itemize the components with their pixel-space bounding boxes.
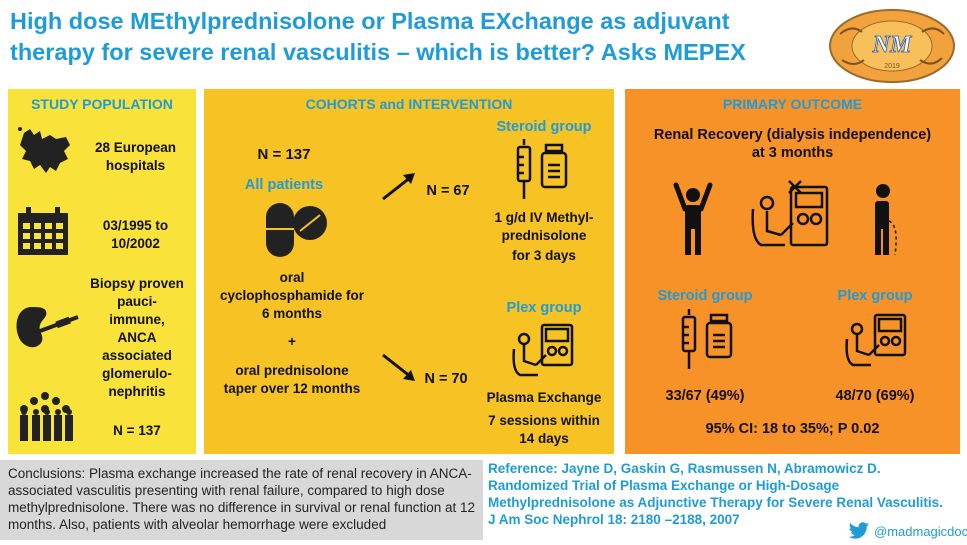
plex-outcome-icon xyxy=(843,311,909,371)
plex-result: 48/70 (69%) xyxy=(835,388,915,404)
steroid-duration: for 3 days xyxy=(512,248,576,263)
biopsy-line: ANCA xyxy=(117,330,157,345)
biopsy-text: Biopsy proven pauci- immune, ANCA associ… xyxy=(80,275,194,401)
biopsy-line: nephritis xyxy=(108,384,166,399)
syringe-vial-icon xyxy=(510,139,576,201)
plex-group-outcome-label: Plex group xyxy=(837,288,913,304)
hospitals-line-2: hospitals xyxy=(105,158,166,173)
plex-sessions-line: 14 days xyxy=(519,431,569,446)
reference-line-3: Methylprednisolone as Adjunctive Therapy… xyxy=(488,495,943,510)
kidney-biopsy-icon xyxy=(12,299,82,359)
drug2-line: oral prednisolone xyxy=(235,363,349,378)
conclusions-box: Conclusions: Plasma exchange increased t… xyxy=(0,460,483,540)
steroid-outcome-icon xyxy=(675,309,741,371)
twitter-handle-text[interactable]: @madmagicdoc xyxy=(874,523,967,539)
confidence-interval: 95% CI: 18 to 35%; P 0.02 xyxy=(705,421,880,437)
biopsy-line: pauci- xyxy=(117,294,157,309)
population-n: N = 137 xyxy=(113,423,161,438)
drug1-line: 6 months xyxy=(261,306,322,321)
nephmadness-logo: NM 2019 xyxy=(822,4,962,86)
primary-outcome-panel: PRIMARY OUTCOME Renal Recovery (dialysis… xyxy=(625,89,960,454)
outcome-description: Renal Recovery (dialysis independence) a… xyxy=(625,126,960,162)
plex-n: N = 70 xyxy=(424,371,468,387)
plex-group-label: Plex group xyxy=(506,300,582,316)
all-patients-label: All patients xyxy=(244,177,324,193)
hospitals-text: 28 European hospitals xyxy=(78,139,193,175)
twitter-handle[interactable]: @madmagicdoc xyxy=(848,522,967,540)
total-n: N = 137 xyxy=(257,146,311,163)
europe-map-icon xyxy=(16,125,74,177)
plasma-exchange-machine-icon xyxy=(510,321,576,381)
twitter-bird-icon xyxy=(848,522,870,540)
dates-line-1: 03/1995 to xyxy=(102,218,169,233)
reference-line-4: J Am Soc Nephrol 18: 2180 –2188, 2007 xyxy=(488,512,740,527)
drug2-line: taper over 12 months xyxy=(223,381,361,396)
study-population-heading: STUDY POPULATION xyxy=(31,96,173,112)
cohorts-heading: COHORTS and INTERVENTION xyxy=(305,96,513,112)
plus-sign: + xyxy=(288,334,296,349)
title-line-2: therapy for severe renal vasculitis – wh… xyxy=(10,39,746,65)
prednisolone-text: oral prednisolone taper over 12 months xyxy=(212,362,372,398)
steroid-description: 1 g/d IV Methyl- prednisolone xyxy=(476,209,612,245)
title-line-1: High dose MEthylprednisolone or Plasma E… xyxy=(10,8,730,34)
cyclophosphamide-text: oral cyclophosphamide for 6 months xyxy=(212,269,372,323)
arrow-up-right-icon xyxy=(379,169,419,203)
reference-block: Reference: Jayne D, Gaskin G, Rasmussen … xyxy=(488,460,958,528)
biopsy-line: glomerulo- xyxy=(102,366,172,381)
conclusions-text: Conclusions: Plasma exchange increased t… xyxy=(8,466,476,532)
urinating-person-icon xyxy=(865,181,905,257)
steroid-n: N = 67 xyxy=(426,183,470,199)
outcome-desc-line: at 3 months xyxy=(751,145,834,161)
primary-outcome-heading: PRIMARY OUTCOME xyxy=(722,96,863,112)
plex-sessions-line: 7 sessions within xyxy=(488,413,600,428)
logo-year: 2019 xyxy=(884,63,900,70)
hospitals-line-1: 28 European xyxy=(94,140,177,155)
outcome-desc-line: Renal Recovery (dialysis independence) xyxy=(653,127,932,143)
study-dates-text: 03/1995 to 10/2002 xyxy=(78,217,193,253)
drug1-line: cyclophosphamide for xyxy=(219,288,365,303)
logo-text: NM xyxy=(872,32,913,58)
biopsy-line: Biopsy proven xyxy=(90,276,184,291)
happy-person-icon xyxy=(673,181,713,257)
arrow-down-right-icon xyxy=(379,351,419,385)
plex-description: Plasma Exchange xyxy=(486,390,602,405)
pills-icon xyxy=(262,199,332,259)
cohorts-panel: COHORTS and INTERVENTION N = 137 All pat… xyxy=(204,89,614,454)
dates-line-2: 10/2002 xyxy=(111,236,160,251)
plex-sessions: 7 sessions within 14 days xyxy=(476,412,612,448)
dialysis-icon xyxy=(749,179,833,255)
study-population-panel: STUDY POPULATION 28 European hospitals 0… xyxy=(8,89,196,454)
steroid-desc-line: prednisolone xyxy=(501,228,587,243)
people-group-icon xyxy=(16,391,74,445)
steroid-result: 33/67 (49%) xyxy=(665,388,745,404)
calendar-icon xyxy=(16,207,70,257)
infographic-title: High dose MEthylprednisolone or Plasma E… xyxy=(10,6,810,68)
drug1-line: oral xyxy=(279,270,305,285)
biopsy-line: immune, xyxy=(109,312,165,327)
reference-line-2: Randomized Trial of Plasma Exchange or H… xyxy=(488,478,840,493)
reference-line-1: Reference: Jayne D, Gaskin G, Rasmussen … xyxy=(488,461,881,476)
steroid-group-label: Steroid group xyxy=(496,119,592,135)
biopsy-line: associated xyxy=(102,348,172,363)
steroid-desc-line: 1 g/d IV Methyl- xyxy=(494,210,594,225)
steroid-group-outcome-label: Steroid group xyxy=(657,288,753,304)
